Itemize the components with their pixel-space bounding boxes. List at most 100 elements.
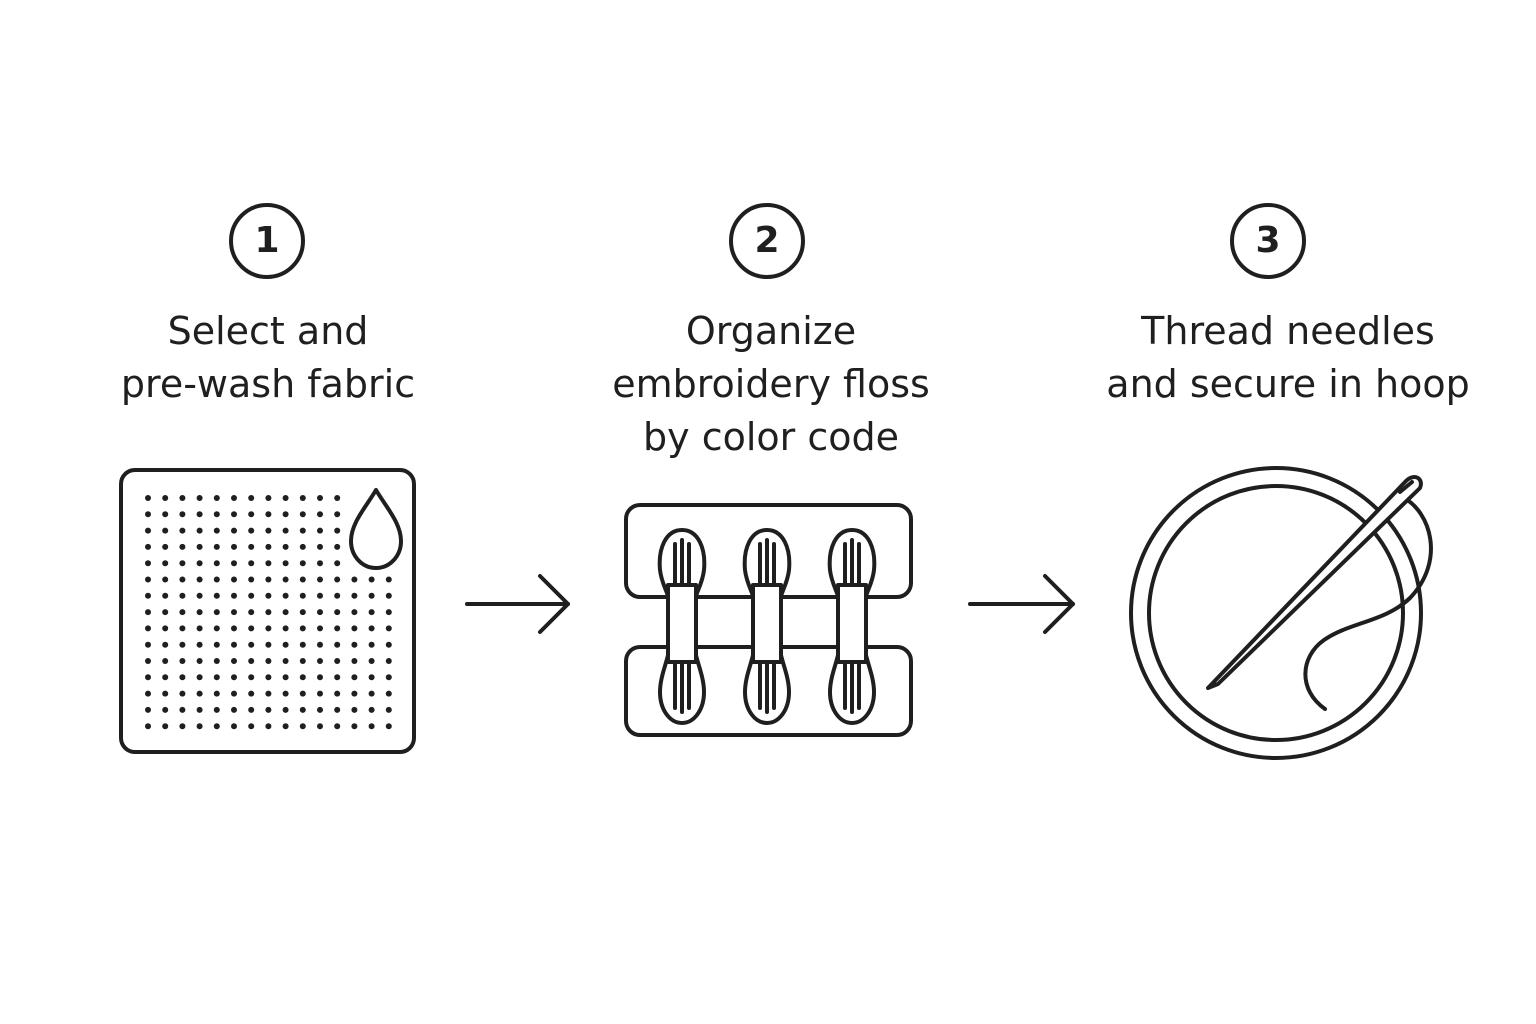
fabric-dot: [231, 495, 237, 501]
fabric-dot: [317, 576, 323, 583]
fabric-dot: [248, 576, 255, 583]
fabric-dot: [248, 609, 255, 616]
fabric-dot: [248, 511, 255, 518]
step-title-line: embroidery floss: [612, 362, 930, 406]
fabric-dot: [196, 658, 203, 664]
fabric-dot: [248, 527, 255, 534]
fabric-dot: [334, 674, 341, 681]
fabric-dot: [368, 625, 375, 632]
fabric-dot: [179, 495, 186, 501]
fabric-dot: [162, 543, 169, 550]
fabric-dot: [145, 560, 151, 567]
fabric-dot: [368, 690, 375, 697]
fabric-dot: [334, 723, 341, 730]
fabric-dot: [282, 706, 289, 713]
fabric-dot: [265, 527, 272, 534]
fabric-dot: [145, 625, 151, 632]
fabric-dot: [213, 690, 220, 697]
fabric-dot: [231, 543, 237, 550]
fabric-dot: [231, 511, 237, 518]
fabric-dot: [196, 690, 203, 697]
fabric-dot: [334, 543, 341, 550]
fabric-dot: [385, 690, 392, 697]
fabric-dot: [299, 495, 306, 501]
fabric-dot: [299, 690, 306, 697]
fabric-dot: [299, 576, 306, 583]
fabric-dot: [179, 625, 186, 632]
fabric-dot: [299, 592, 306, 599]
fabric-dot: [213, 723, 220, 730]
fabric-square: [119, 468, 416, 754]
fabric-dot: [282, 560, 289, 567]
fabric-dot: [213, 511, 220, 518]
fabric-dot: [317, 527, 323, 534]
fabric-dot: [282, 543, 289, 550]
fabric-dot: [231, 527, 237, 534]
fabric-dot: [248, 706, 255, 713]
arrow-right-icon: [968, 574, 1075, 634]
fabric-dot: [368, 674, 375, 681]
step-title-line: Organize: [685, 309, 857, 353]
fabric-dot: [317, 592, 323, 599]
fabric-dot: [162, 576, 169, 583]
fabric-dot: [299, 706, 306, 713]
fabric-dot: [179, 674, 186, 681]
fabric-dot: [265, 690, 272, 697]
fabric-dot: [196, 543, 203, 550]
fabric-dot: [145, 543, 151, 550]
fabric-dot: [265, 543, 272, 550]
step-title: Select and pre-wash fabric: [58, 305, 478, 411]
fabric-dot: [196, 609, 203, 616]
fabric-dot: [317, 543, 323, 550]
fabric-dot: [282, 527, 289, 534]
fabric-dot: [282, 511, 289, 518]
fabric-dot: [231, 674, 237, 681]
fabric-dot: [317, 706, 323, 713]
fabric-dot: [299, 641, 306, 648]
fabric-dot: [231, 723, 237, 730]
fabric-dot: [265, 511, 272, 518]
fabric-dot: [299, 674, 306, 681]
fabric-dot: [162, 706, 169, 713]
fabric-dot: [196, 723, 203, 730]
fabric-dot: [299, 527, 306, 534]
fabric-dot: [162, 723, 169, 730]
fabric-dot: [179, 543, 186, 550]
fabric-dot: [179, 511, 186, 518]
fabric-dot: [317, 495, 323, 501]
fabric-dot: [265, 625, 272, 632]
fabric-dot: [248, 543, 255, 550]
needle-icon: [1206, 475, 1423, 690]
floss-skein-icon: [827, 528, 877, 725]
fabric-dot: [162, 560, 169, 567]
embroidery-hoop-outer: [1129, 466, 1423, 760]
fabric-dot: [282, 495, 289, 501]
fabric-dot: [334, 560, 341, 567]
fabric-dot: [334, 658, 341, 664]
fabric-dot: [231, 690, 237, 697]
fabric-dot: [145, 592, 151, 599]
fabric-dot: [196, 511, 203, 518]
fabric-dot: [248, 495, 255, 501]
fabric-dot: [231, 658, 237, 664]
fabric-dot: [265, 674, 272, 681]
fabric-dot: [334, 527, 341, 534]
fabric-dot: [351, 658, 358, 664]
fabric-dot: [213, 625, 220, 632]
fabric-dot: [385, 576, 392, 583]
fabric-dot: [368, 658, 375, 664]
fabric-dot: [213, 706, 220, 713]
fabric-dot: [179, 690, 186, 697]
fabric-dot: [213, 658, 220, 664]
fabric-dot: [145, 609, 151, 616]
fabric-dot: [334, 511, 341, 518]
step-title-line: Thread needles: [1141, 309, 1435, 353]
fabric-dot: [248, 625, 255, 632]
step-title: Organize embroidery floss by color code: [561, 305, 981, 464]
fabric-dot: [196, 495, 203, 501]
fabric-dot: [368, 723, 375, 730]
step-number-badge: 3: [1230, 203, 1306, 279]
fabric-dot: [179, 641, 186, 648]
fabric-dot: [317, 609, 323, 616]
fabric-dot: [231, 576, 237, 583]
